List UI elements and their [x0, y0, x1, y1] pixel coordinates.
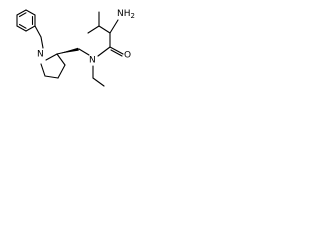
benzene-ring	[16, 9, 36, 32]
carbonyl-double-bond	[110, 49, 123, 57]
benzene-bond	[16, 9, 27, 16]
benzyl-bond	[34, 25, 42, 38]
pyrrolidine-bond	[56, 53, 66, 66]
carbonyl-bond	[109, 46, 124, 55]
amine-subscript: 2	[131, 12, 135, 20]
benzene-double-bond	[18, 23, 27, 29]
ethyl-bond	[92, 77, 105, 87]
isopropyl-methyl-bond	[87, 25, 100, 34]
amide-nitrogen-label: N	[89, 56, 96, 66]
stereo-hash-bond	[56, 48, 80, 55]
amine-bond	[109, 19, 119, 34]
benzene-bond	[16, 25, 27, 32]
methylene-to-amide-nitrogen-bond	[78, 48, 90, 56]
chemical-structure-diagram: N N O NH2	[16, 9, 135, 87]
amine-letters: NH	[117, 9, 131, 19]
benzene-bond	[25, 9, 36, 16]
pyrrolidine-bond	[44, 75, 59, 79]
benzyl-to-nitrogen-bond	[40, 36, 44, 49]
pyrrolidine-ring	[40, 53, 66, 79]
carbonyl-oxygen-label: O	[124, 51, 131, 61]
benzene-bond	[25, 25, 36, 32]
amine-label: NH2	[117, 9, 135, 21]
pyrrolidine-bond	[45, 53, 58, 61]
pyrrolidine-bond	[40, 63, 46, 77]
amide-bond	[97, 46, 111, 57]
isopropyl-bond	[98, 25, 111, 34]
benzene-double-bond	[18, 12, 27, 18]
ring-nitrogen-label: N	[37, 50, 44, 60]
pyrrolidine-bond	[57, 64, 66, 79]
